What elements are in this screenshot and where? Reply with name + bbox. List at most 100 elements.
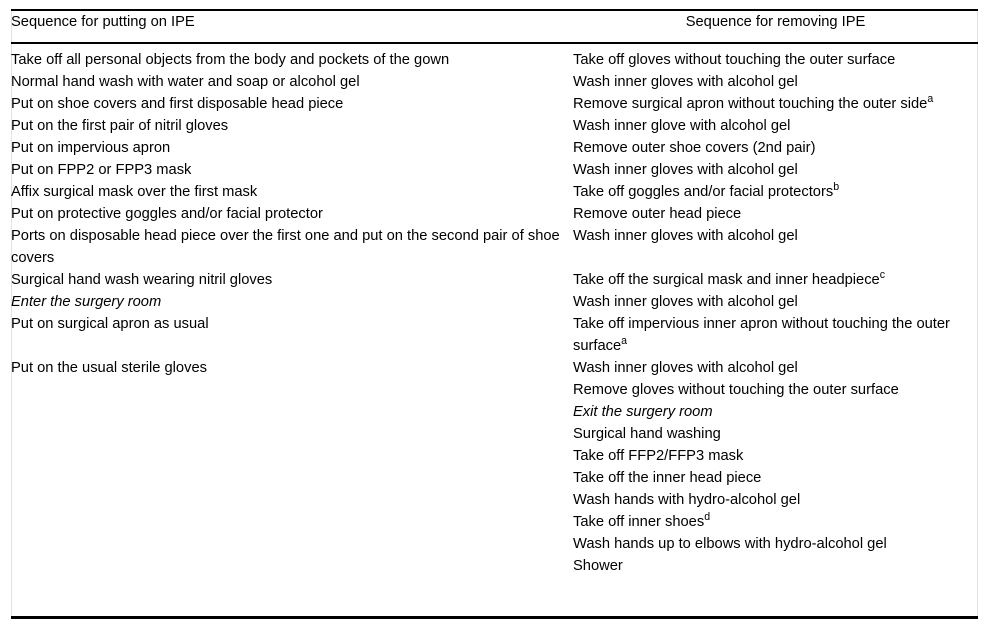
step-text: Surgical hand washing xyxy=(573,423,978,445)
cell-removing-step: Wash inner gloves with alcohol gel xyxy=(573,159,978,181)
empty-cell xyxy=(11,379,573,401)
step-text: Take off the inner head piece xyxy=(573,467,978,489)
table-row: Wash hands up to elbows with hydro-alcoh… xyxy=(11,533,978,555)
step-text: Affix surgical mask over the first mask xyxy=(11,184,258,200)
cell-putting-on-step: Put on the usual sterile gloves xyxy=(11,357,573,379)
cell-putting-on-step: Enter the surgery room xyxy=(11,291,573,313)
cell-removing-step: Shower xyxy=(573,555,978,577)
step-text: Remove outer head piece xyxy=(573,203,978,225)
table-row: Put on the usual sterile gloves Wash inne… xyxy=(11,357,978,379)
table-row: Ports on disposable head piece over the … xyxy=(11,225,978,269)
step-text: Remove gloves without touching the outer… xyxy=(573,379,978,401)
empty-cell xyxy=(11,533,573,555)
table-header-row: Sequence for putting on IPE Sequence for… xyxy=(11,11,978,42)
footnote-marker: a xyxy=(927,93,934,106)
empty-cell xyxy=(11,401,573,423)
step-label: Remove outer head piece xyxy=(573,206,742,222)
step-text: Shower xyxy=(573,555,978,577)
table-row: Enter the surgery room Wash inner gloves … xyxy=(11,291,978,313)
step-label: Take off the surgical mask and inner hea… xyxy=(573,272,880,288)
table-body: Take off all personal objects from the b… xyxy=(11,42,978,577)
cell-putting-on-step xyxy=(11,401,573,423)
table-row: Take off inner shoesd xyxy=(11,511,978,533)
empty-cell xyxy=(11,511,573,533)
cell-removing-step: Wash inner gloves with alcohol gel xyxy=(573,357,978,379)
empty-cell xyxy=(11,555,573,577)
step-label: Wash hands up to elbows with hydro-alcoh… xyxy=(573,536,887,552)
table-row: Wash hands with hydro-alcohol gel xyxy=(11,489,978,511)
step-text: Normal hand wash with water and soap or … xyxy=(11,74,360,90)
step-label: Exit the surgery room xyxy=(573,404,713,420)
step-text: Put on protective goggles and/or facial … xyxy=(11,206,323,222)
table-row: Put on surgical apron as usual Take off i… xyxy=(11,313,978,357)
step-text: Put on the first pair of nitril gloves xyxy=(11,118,229,134)
table-row: Put on the first pair of nitril gloves Wa… xyxy=(11,115,978,137)
empty-cell xyxy=(11,489,573,511)
cell-removing-step: Remove gloves without touching the outer… xyxy=(573,379,978,401)
step-label: Take off FFP2/FFP3 mask xyxy=(573,448,744,464)
table-row: Take off the inner head piece xyxy=(11,467,978,489)
table-row: Put on protective goggles and/or facial … xyxy=(11,203,978,225)
step-label: Remove gloves without touching the outer… xyxy=(573,382,899,398)
empty-cell xyxy=(11,445,573,467)
cell-removing-step: Wash inner gloves with alcohol gel xyxy=(573,225,978,269)
step-text: Ports on disposable head piece over the … xyxy=(11,228,560,266)
step-text: Take off gloves without touching the out… xyxy=(573,49,978,71)
cell-removing-step: Wash inner gloves with alcohol gel xyxy=(573,291,978,313)
table-row: Put on shoe covers and first disposable … xyxy=(11,93,978,115)
step-text: Take off impervious inner apron without … xyxy=(573,313,978,357)
cell-removing-step: Remove outer head piece xyxy=(573,203,978,225)
cell-removing-step: Take off the surgical mask and inner hea… xyxy=(573,269,978,291)
step-text: Remove surgical apron without touching t… xyxy=(573,93,978,115)
cell-putting-on-step xyxy=(11,555,573,577)
cell-putting-on-step: Put on surgical apron as usual xyxy=(11,313,573,357)
empty-cell xyxy=(11,467,573,489)
cell-removing-step: Take off goggles and/or facial protector… xyxy=(573,181,978,203)
step-text: Enter the surgery room xyxy=(11,294,162,310)
step-label: Wash inner gloves with alcohol gel xyxy=(573,228,798,244)
table-row: Exit the surgery room xyxy=(11,401,978,423)
step-text: Wash inner gloves with alcohol gel xyxy=(573,225,978,247)
step-text: Put on impervious apron xyxy=(11,140,171,156)
step-label: Remove surgical apron without touching t… xyxy=(573,96,928,112)
cell-putting-on-step xyxy=(11,423,573,445)
cell-putting-on-step: Surgical hand wash wearing nitril gloves xyxy=(11,269,573,291)
table-header-rule xyxy=(11,42,978,44)
step-text: Exit the surgery room xyxy=(573,401,978,423)
table-row: Surgical hand washing xyxy=(11,423,978,445)
step-label: Take off goggles and/or facial protector… xyxy=(573,184,834,200)
step-label: Take off gloves without touching the out… xyxy=(573,52,896,68)
cell-removing-step: Take off gloves without touching the out… xyxy=(573,42,978,71)
cell-putting-on-step xyxy=(11,511,573,533)
cell-removing-step: Wash hands up to elbows with hydro-alcoh… xyxy=(573,533,978,555)
table-row: Surgical hand wash wearing nitril gloves… xyxy=(11,269,978,291)
step-text: Wash inner gloves with alcohol gel xyxy=(573,291,978,313)
footnote-marker: a xyxy=(621,335,628,348)
step-text: Remove outer shoe covers (2nd pair) xyxy=(573,137,978,159)
step-text: Put on shoe covers and first disposable … xyxy=(11,96,344,112)
cell-putting-on-step: Put on impervious apron xyxy=(11,137,573,159)
step-label: Shower xyxy=(573,558,623,574)
step-label: Take off the inner head piece xyxy=(573,470,762,486)
step-text: Put on surgical apron as usual xyxy=(11,316,209,332)
table-row: Affix surgical mask over the first mask T… xyxy=(11,181,978,203)
step-label: Wash inner glove with alcohol gel xyxy=(573,118,791,134)
table-row: Take off all personal objects from the b… xyxy=(11,42,978,71)
table-top-rule xyxy=(11,9,978,11)
empty-cell xyxy=(11,423,573,445)
step-text: Wash hands with hydro-alcohol gel xyxy=(573,489,978,511)
step-text: Take off FFP2/FFP3 mask xyxy=(573,445,978,467)
cell-removing-step: Take off FFP2/FFP3 mask xyxy=(573,445,978,467)
step-text: Put on the usual sterile gloves xyxy=(11,360,207,376)
cell-removing-step: Wash hands with hydro-alcohol gel xyxy=(573,489,978,511)
cell-putting-on-step xyxy=(11,533,573,555)
table-row: Remove gloves without touching the outer… xyxy=(11,379,978,401)
cell-putting-on-step: Affix surgical mask over the first mask xyxy=(11,181,573,203)
cell-putting-on-step: Normal hand wash with water and soap or … xyxy=(11,71,573,93)
cell-removing-step: Surgical hand washing xyxy=(573,423,978,445)
table-row: Put on impervious apron Remove outer shoe… xyxy=(11,137,978,159)
step-label: Wash inner gloves with alcohol gel xyxy=(573,162,798,178)
step-label: Take off impervious inner apron without … xyxy=(573,316,950,354)
